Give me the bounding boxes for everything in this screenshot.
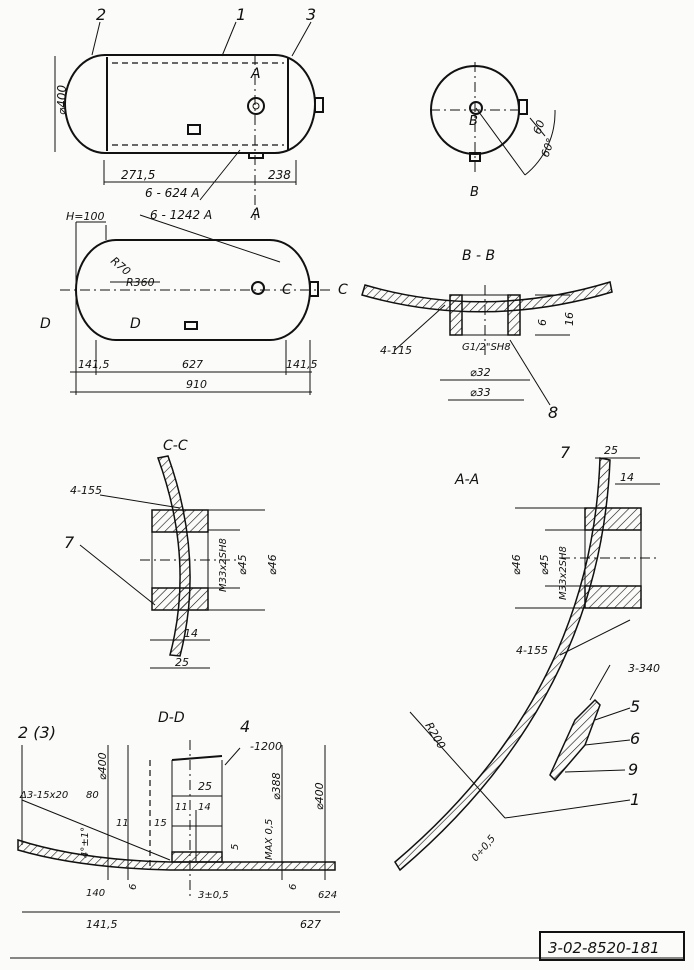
weld-3-15x20: Δ3-15x20 xyxy=(19,790,68,801)
radius-70-label: R70 xyxy=(108,254,133,278)
tank-outline-top xyxy=(64,54,316,154)
weld-symbol-1242: 6 - 1242 A xyxy=(150,208,212,222)
side-view xyxy=(60,221,330,395)
width-25-dd: 25 xyxy=(198,780,212,793)
dim-80: 80 xyxy=(86,790,99,801)
dim-238: 238 xyxy=(268,168,291,182)
height-16: 16 xyxy=(563,312,576,326)
dim-60: 60 xyxy=(531,118,548,136)
top-view xyxy=(54,21,324,263)
angle-60: 60° xyxy=(539,136,558,159)
diameter-45-cc: ⌀45 xyxy=(236,554,249,575)
section-aa xyxy=(394,457,660,872)
dim-3-0-5: 3±0,5 xyxy=(198,890,229,901)
max-0-5: MAX 0,5 xyxy=(264,819,275,860)
height-5-dd: 5 xyxy=(230,844,241,850)
width-14-dd: 14 xyxy=(198,802,211,813)
part-label-7-aa: 7 xyxy=(560,443,571,462)
dim-141-5-left: 141,5 xyxy=(78,358,110,371)
width-11-dd-b: 11 xyxy=(175,802,188,813)
diameter-46-aa: ⌀46 xyxy=(510,554,523,575)
weld-4-115: 4-115 xyxy=(380,344,412,357)
width-14-cc: 14 xyxy=(184,627,198,640)
weld-1200: -1200 xyxy=(250,740,282,753)
bottom-boss xyxy=(248,152,264,159)
section-b-top-letter: B xyxy=(469,114,478,129)
section-a-top-letter: A xyxy=(250,66,261,82)
plate-marker xyxy=(187,124,201,135)
fitting-hole xyxy=(252,102,260,110)
height-6: 6 xyxy=(536,319,549,326)
drawing-number-box xyxy=(539,931,685,961)
width-25-cc: 25 xyxy=(175,656,189,669)
drawing-number: 3-02-8520-181 xyxy=(548,939,660,957)
radius-360-label: R360 xyxy=(126,276,155,289)
dim-271-5: 271,5 xyxy=(121,168,155,182)
thread-m33-cc: M33x2SH8 xyxy=(218,538,229,592)
section-bb-title: B - B xyxy=(462,248,495,264)
radius-200-label: R200 xyxy=(422,720,448,751)
width-11-dd-a: 11 xyxy=(116,818,129,829)
thread-m33-aa: M33x2SH8 xyxy=(558,546,569,600)
end-view xyxy=(430,62,556,176)
part-label-1: 1 xyxy=(236,5,246,24)
part-label-9: 9 xyxy=(628,760,638,779)
diameter-400-label: ⌀400 xyxy=(55,85,69,115)
width-14-aa: 14 xyxy=(620,471,634,484)
section-dd xyxy=(17,740,340,913)
part-label-6: 6 xyxy=(630,729,640,748)
diameter-400-dd-right: ⌀400 xyxy=(313,782,326,810)
diameter-32: ⌀32 xyxy=(470,366,491,379)
fitting-circle xyxy=(247,97,265,115)
weld-symbol-624: 6 - 624 A xyxy=(145,186,200,200)
weld-4-155-cc: 4-155 xyxy=(70,484,102,497)
section-aa-title: A-A xyxy=(454,472,479,488)
part-label-3: 3 xyxy=(306,5,316,24)
dim-141-5-right: 141,5 xyxy=(286,358,318,371)
width-25-aa: 25 xyxy=(604,444,618,457)
section-d-left-letter: D xyxy=(40,316,51,332)
weld-3-340: 3-340 xyxy=(628,662,660,675)
dim-6-b: 6 xyxy=(288,884,299,890)
weld-4-155-aa: 4-155 xyxy=(516,644,548,657)
diameter-46-cc: ⌀46 xyxy=(266,554,279,575)
section-cc xyxy=(79,455,265,669)
height-100-label: H=100 xyxy=(66,210,104,223)
part-label-7-cc: 7 xyxy=(64,533,75,552)
section-b-bottom-letter: B xyxy=(470,185,479,200)
dim-627-dd: 627 xyxy=(300,918,321,931)
angle-4-deg: 4°±1° xyxy=(80,827,91,858)
dim-141-5-dd: 141,5 xyxy=(86,918,118,931)
section-c-left-letter: C xyxy=(282,282,292,298)
dim-624: 624 xyxy=(318,890,337,901)
part-label-8: 8 xyxy=(548,403,558,422)
part-label-4: 4 xyxy=(240,717,250,736)
section-dd-title: D-D xyxy=(158,710,185,726)
dim-910: 910 xyxy=(186,378,207,391)
part-label-1-aa: 1 xyxy=(630,790,640,809)
right-fitting xyxy=(314,97,324,113)
gap-0-0-5: 0÷0,5 xyxy=(470,833,498,864)
diameter-45-aa: ⌀45 xyxy=(538,554,551,575)
section-c-right-letter: C xyxy=(338,282,348,298)
diameter-33: ⌀33 xyxy=(470,386,491,399)
section-bb xyxy=(361,281,613,406)
section-a-bottom-letter: A xyxy=(250,206,261,222)
diameter-400-dd-left: ⌀400 xyxy=(96,752,109,780)
dim-627: 627 xyxy=(182,358,203,371)
dim-6-a: 6 xyxy=(128,884,139,890)
section-d-right-letter: D xyxy=(130,316,141,332)
thread-g-1-2: G1/2"SH8 xyxy=(462,342,511,353)
part-label-2-3: 2 (3) xyxy=(18,723,56,742)
dim-140: 140 xyxy=(86,888,105,899)
part-label-5: 5 xyxy=(630,697,640,716)
section-cc-title: C-C xyxy=(163,438,188,454)
width-15-dd: 15 xyxy=(154,818,167,829)
diameter-388: ⌀388 xyxy=(270,772,283,800)
part-label-2: 2 xyxy=(96,5,106,24)
